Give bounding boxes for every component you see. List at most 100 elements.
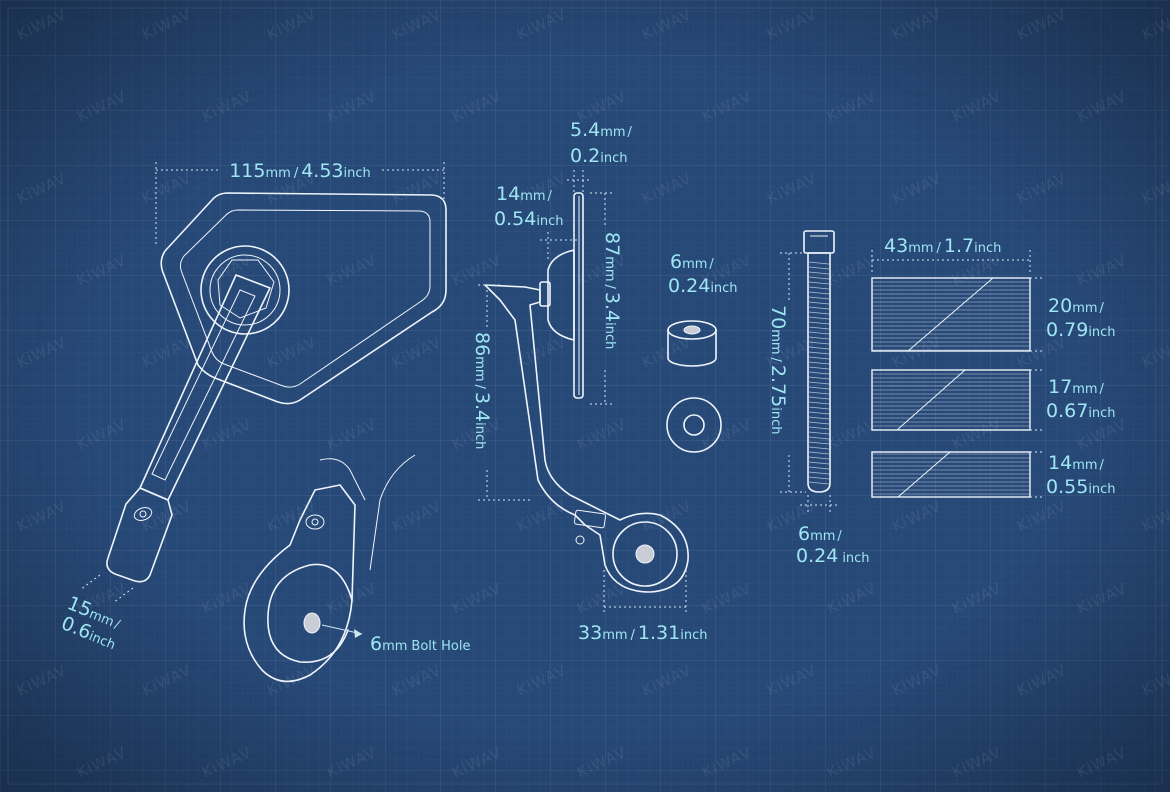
spacer: 6mm/ 0.24inch <box>666 251 738 453</box>
bolt-thread-line <box>808 426 830 430</box>
bolt-thread-line <box>808 451 830 455</box>
insert-2-mm: 17 <box>1048 376 1072 398</box>
mirror-width-mm: 115 <box>229 160 265 182</box>
svg-text:0.67inch: 0.67inch <box>1046 400 1116 422</box>
bolt-thread-line <box>808 391 830 395</box>
svg-text:87mm/3.4inch: 87mm/3.4inch <box>601 232 623 349</box>
svg-text:5.4mm/: 5.4mm/ <box>570 119 633 141</box>
svg-text:17mm/: 17mm/ <box>1048 376 1105 398</box>
bolt-thread-line <box>808 461 830 465</box>
svg-text:70mm/2.75inch: 70mm/2.75inch <box>767 305 789 434</box>
glass-thickness-inch: 0.2 <box>570 145 600 167</box>
bolt-thread-line <box>808 306 830 310</box>
head-height-dimension: 87mm/3.4inch <box>590 192 623 405</box>
bolt-thread-line <box>808 401 830 405</box>
bolt-thread-line <box>808 411 830 415</box>
spacer-mm: 6 <box>670 251 682 273</box>
bolt-thread-line <box>808 376 830 380</box>
inserts-width-inch: 1.7 <box>944 235 974 257</box>
svg-text:6mm/: 6mm/ <box>798 523 842 545</box>
mirror-front-view <box>106 192 447 583</box>
mirror-width-dimension: 115mm/4.53inch <box>155 160 445 245</box>
mirror-side-view <box>484 192 689 593</box>
svg-text:86mm/3.4inch: 86mm/3.4inch <box>471 332 493 449</box>
bolt-thread-line <box>808 431 830 435</box>
bolt-thread-line <box>808 366 830 370</box>
bolt-thread-line <box>808 436 830 440</box>
svg-text:0.24inch: 0.24inch <box>668 275 738 297</box>
bolt-thread-line <box>808 471 830 475</box>
bolt-thread-line <box>808 286 830 290</box>
svg-text:0.2inch: 0.2inch <box>570 145 627 167</box>
head-depth-inch: 0.54 <box>494 208 536 230</box>
insert-3 <box>871 451 1031 498</box>
insert-1-mm: 20 <box>1048 295 1072 317</box>
arm-height-mm: 86 <box>471 332 493 356</box>
bolt-thread-line <box>808 356 830 360</box>
bolt-thread-line <box>808 446 830 450</box>
bolt-thread-line <box>808 321 830 325</box>
bolt-thread-line <box>808 421 830 425</box>
bolt-thread-line <box>808 456 830 460</box>
svg-text:20mm/: 20mm/ <box>1048 295 1105 317</box>
bolt-thread-line <box>808 311 830 315</box>
bolt-thread-line <box>808 331 830 335</box>
bolt-thread-line <box>808 441 830 445</box>
bolt-thread-line <box>808 336 830 340</box>
mirror-width-inch: 4.53 <box>301 160 343 182</box>
clamp-width-dimension: 33mm/1.31inch <box>578 570 707 644</box>
bolt-thread-line <box>808 276 830 280</box>
bolt-thread-line <box>808 266 830 270</box>
bolt-thread-line <box>808 341 830 345</box>
bolt-thread-line <box>808 271 830 275</box>
bolt-thread-line <box>808 381 830 385</box>
svg-text:115mm/4.53inch: 115mm/4.53inch <box>229 160 371 182</box>
bolt <box>803 230 835 493</box>
bolt-thread-line <box>808 481 830 485</box>
spacer-inch: 0.24 <box>668 275 710 297</box>
bolt-thread-line <box>808 406 830 410</box>
svg-text:0.79inch: 0.79inch <box>1046 319 1116 341</box>
head-height-inch: 3.4 <box>601 292 623 322</box>
arm-height-inch: 3.4 <box>471 392 493 422</box>
bolt-thread-line <box>808 371 830 375</box>
bolt-threads <box>808 261 830 485</box>
head-depth-mm: 14 <box>496 183 520 205</box>
svg-text:6mm/: 6mm/ <box>670 251 714 273</box>
insert-3-mm: 14 <box>1048 452 1072 474</box>
head-height-mm: 87 <box>601 232 623 256</box>
inserts-width-mm: 43 <box>884 235 908 257</box>
bolt-thread-line <box>808 351 830 355</box>
bolt-thread-line <box>808 466 830 470</box>
bolt-diameter-mm: 6 <box>798 523 810 545</box>
bolt-thread-line <box>808 296 830 300</box>
glass-thickness-mm: 5.4 <box>570 119 600 141</box>
bolt-thread-line <box>808 416 830 420</box>
bolt-thread-line <box>808 281 830 285</box>
glass-thickness-dimension: 5.4mm/ 0.2inch <box>567 119 633 193</box>
insert-2-inch: 0.67 <box>1046 400 1088 422</box>
insert-2 <box>871 369 1031 431</box>
inserts-width-label: 43mm/1.7inch <box>884 235 1001 257</box>
clamp-width-inch: 1.31 <box>638 622 680 644</box>
bolt-length-dimension: 70mm/2.75inch <box>767 252 806 493</box>
inserts: 43mm/1.7inch 20mm/ 0.79inch 17mm/ 0.67in… <box>871 235 1116 498</box>
svg-text:0.24inch: 0.24inch <box>796 545 870 567</box>
insert-1-inch: 0.79 <box>1046 319 1088 341</box>
svg-text:0.55inch: 0.55inch <box>1046 476 1116 498</box>
svg-text:0.54inch: 0.54inch <box>494 208 564 230</box>
bolt-thread-line <box>808 291 830 295</box>
head-depth-dimension: 14mm/ 0.54inch <box>494 183 580 262</box>
bolt-thread-line <box>808 386 830 390</box>
arm-height-dimension: 86mm/3.4inch <box>471 284 530 501</box>
bolt-thread-line <box>808 301 830 305</box>
svg-text:14mm/: 14mm/ <box>1048 452 1105 474</box>
frame <box>7 7 1163 785</box>
clamp-width-mm: 33 <box>578 622 602 644</box>
bolt-diameter-inch: 0.24 <box>796 545 838 567</box>
